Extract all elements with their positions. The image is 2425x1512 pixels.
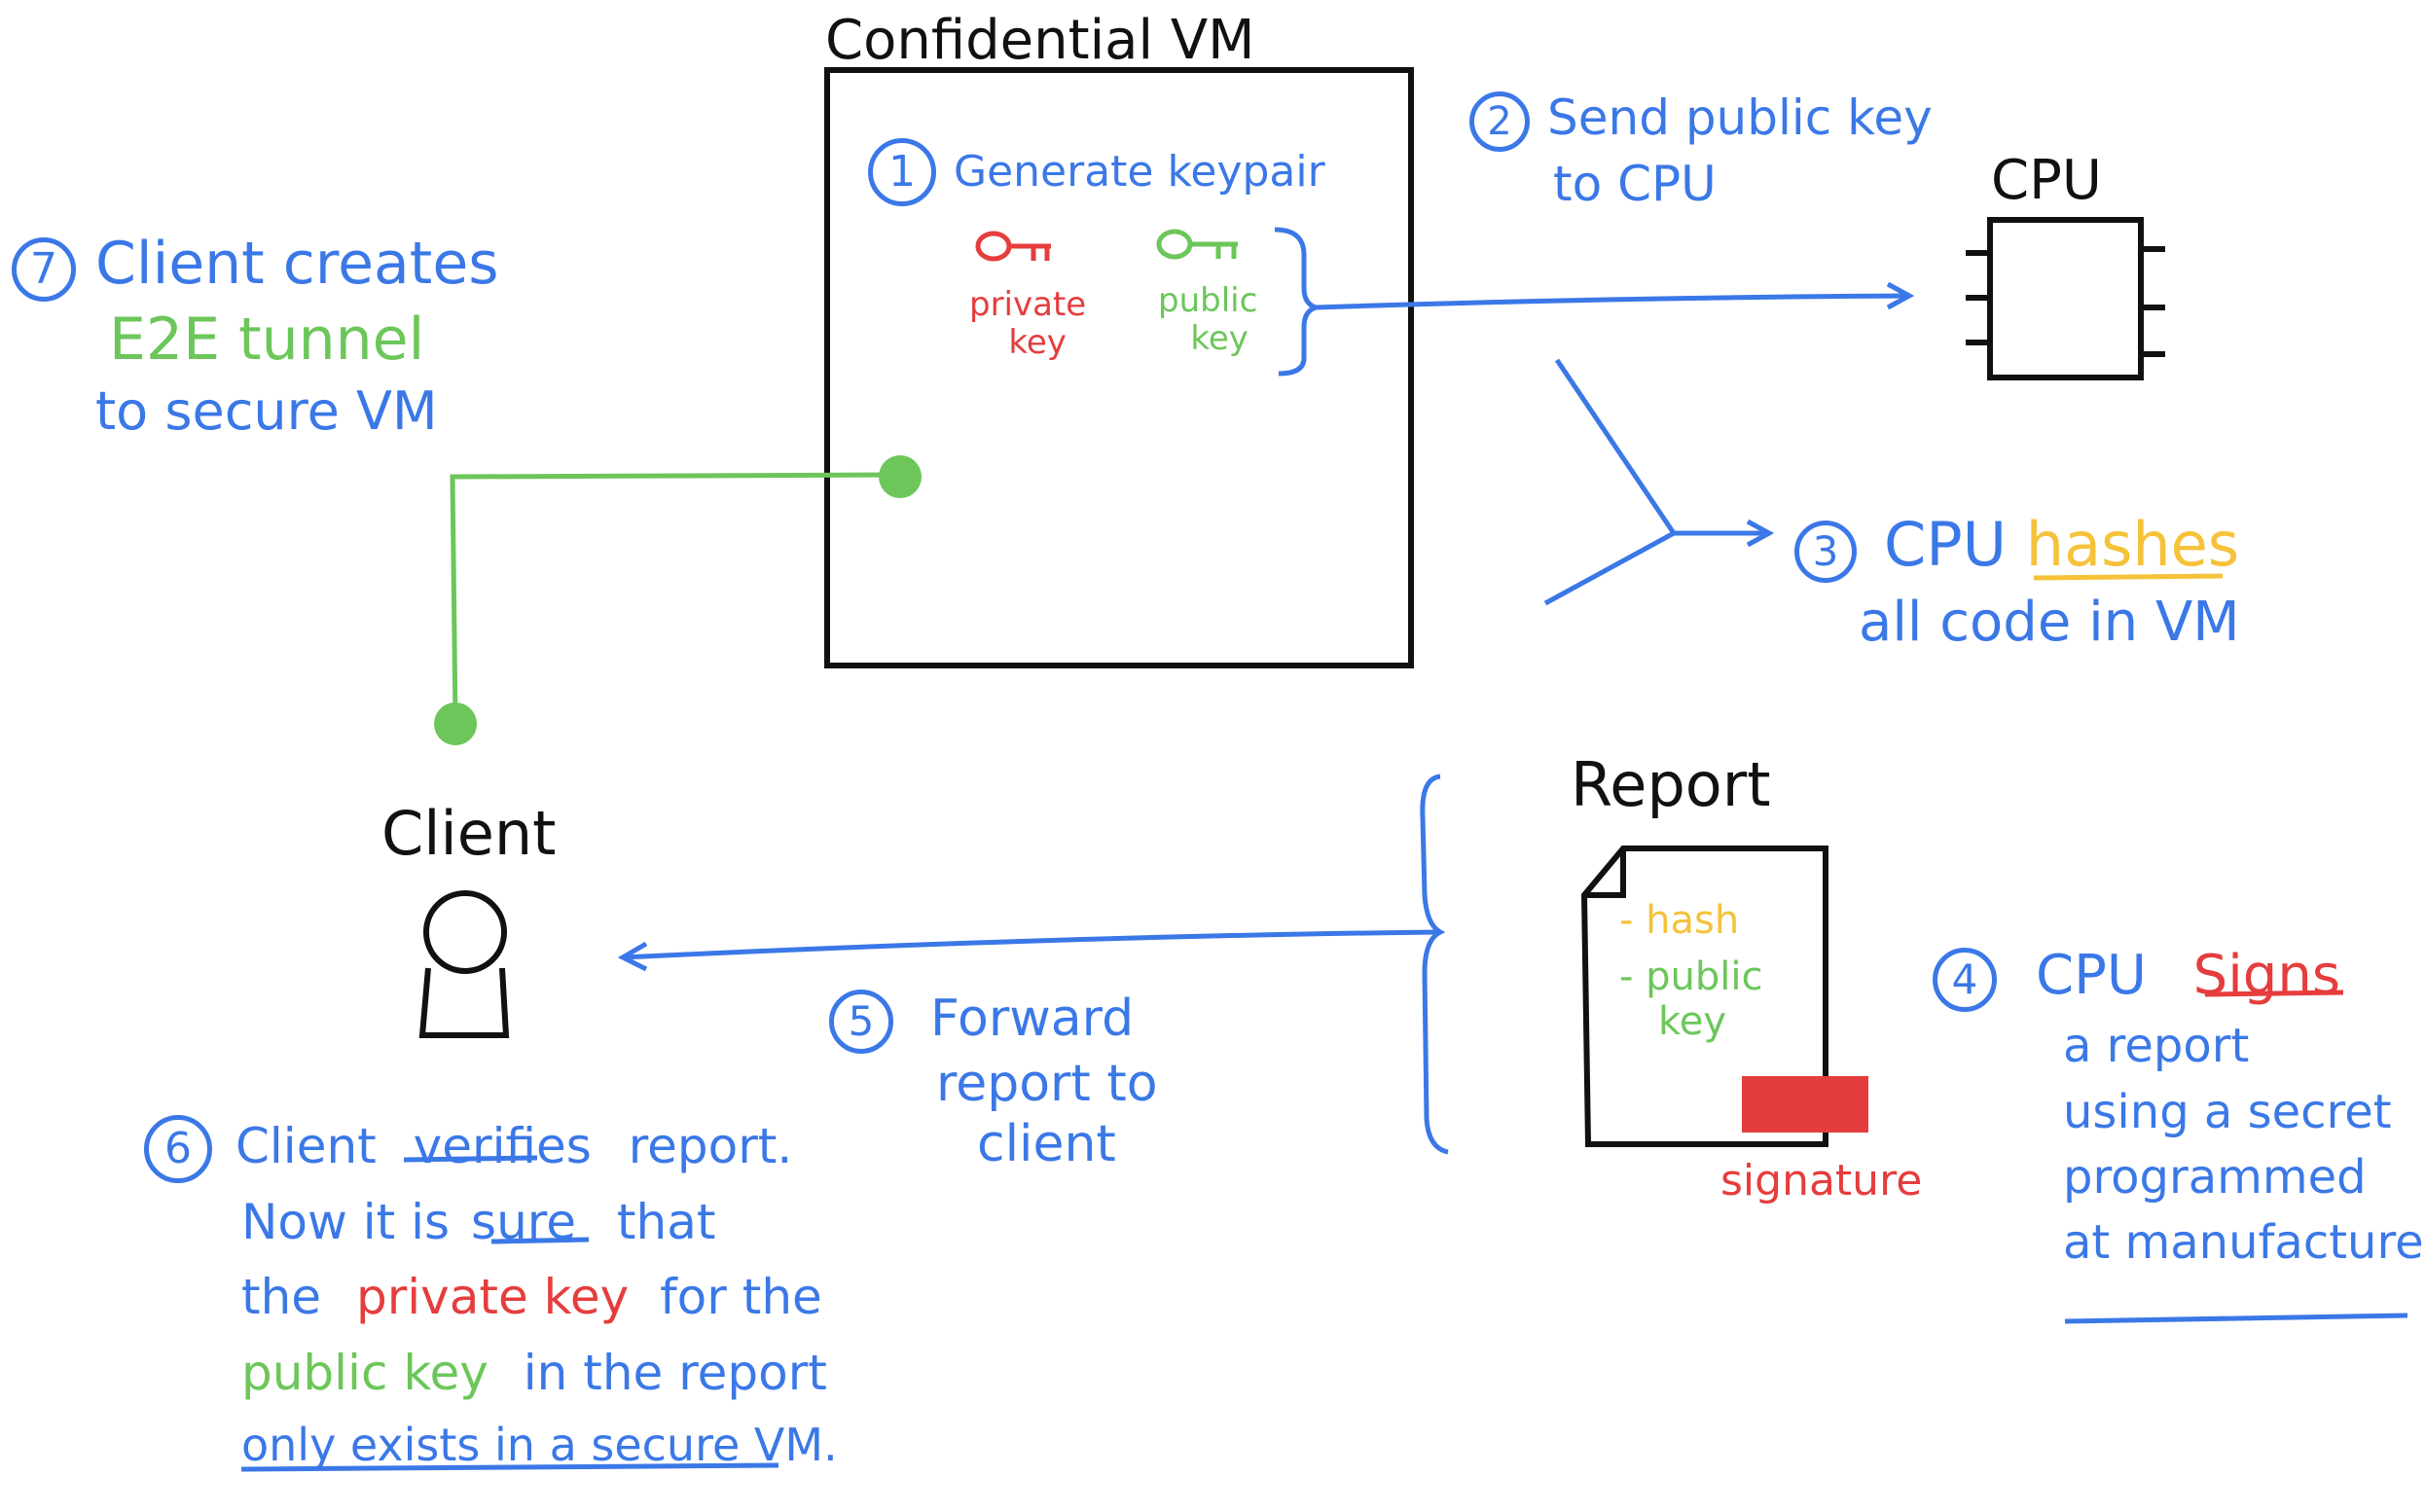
client-person-icon — [418, 890, 510, 1038]
tunnel-endpoint-vm — [879, 455, 922, 498]
step3-number: 3 — [1794, 521, 1857, 583]
arrow-to-client — [622, 929, 1441, 960]
step6-number: 6 — [144, 1115, 212, 1183]
step5-number: 5 — [829, 990, 893, 1054]
verifies-word: verifies — [413, 1118, 592, 1174]
tunnel-endpoint-client — [434, 702, 477, 745]
signature-label: signature — [1720, 1156, 1923, 1206]
confidential-vm-box — [824, 67, 1414, 668]
sure-word: sure — [471, 1193, 576, 1250]
step4-number: 4 — [1933, 948, 1997, 1012]
private-key-icon — [975, 231, 1051, 262]
sure-underline — [490, 1237, 590, 1244]
report-public: - public — [1619, 954, 1763, 999]
e2e-tunnel-text: E2E tunnel — [109, 306, 425, 374]
vm-title: Confidential VM — [825, 9, 1255, 72]
arrow-to-cpu — [1315, 293, 1908, 310]
arrow-to-client-head — [617, 941, 648, 972]
manufacture-underline — [2064, 1313, 2408, 1324]
cpu-title: CPU — [1991, 149, 2102, 212]
hash-fork-arrowhead — [1746, 519, 1775, 548]
report-hash: - hash — [1619, 898, 1740, 943]
client-title: Client — [381, 798, 557, 869]
step2-number: 2 — [1469, 91, 1530, 152]
verifies-underline — [403, 1155, 538, 1163]
hashes-word: hashes — [2025, 509, 2240, 580]
public-key-phrase: public key — [241, 1344, 489, 1401]
report-document-icon — [1580, 846, 1828, 1147]
report-key: key — [1658, 999, 1727, 1044]
signs-word: Signs — [2192, 944, 2340, 1007]
step1-text: Generate keypair — [954, 147, 1325, 197]
e2e-tunnel-line — [450, 472, 901, 723]
cpu-chip-icon — [1966, 217, 2165, 380]
signs-underline — [2204, 990, 2344, 997]
report-bracket — [1420, 774, 1449, 1155]
report-title: Report — [1571, 749, 1771, 820]
step1-number: 1 — [868, 138, 936, 206]
only-exists-underline — [240, 1462, 779, 1472]
hash-fork-arrow — [1543, 358, 1769, 606]
step7-number: 7 — [12, 237, 76, 302]
arrow-to-cpu-head — [1886, 281, 1915, 310]
private-key-phrase: private key — [355, 1269, 630, 1325]
public-key-bracket — [1274, 227, 1323, 377]
hashes-underline — [2033, 573, 2224, 581]
signature-block — [1742, 1076, 1868, 1133]
public-key-icon — [1156, 229, 1238, 260]
step1-label: 1 Generate keypair — [868, 138, 1325, 206]
